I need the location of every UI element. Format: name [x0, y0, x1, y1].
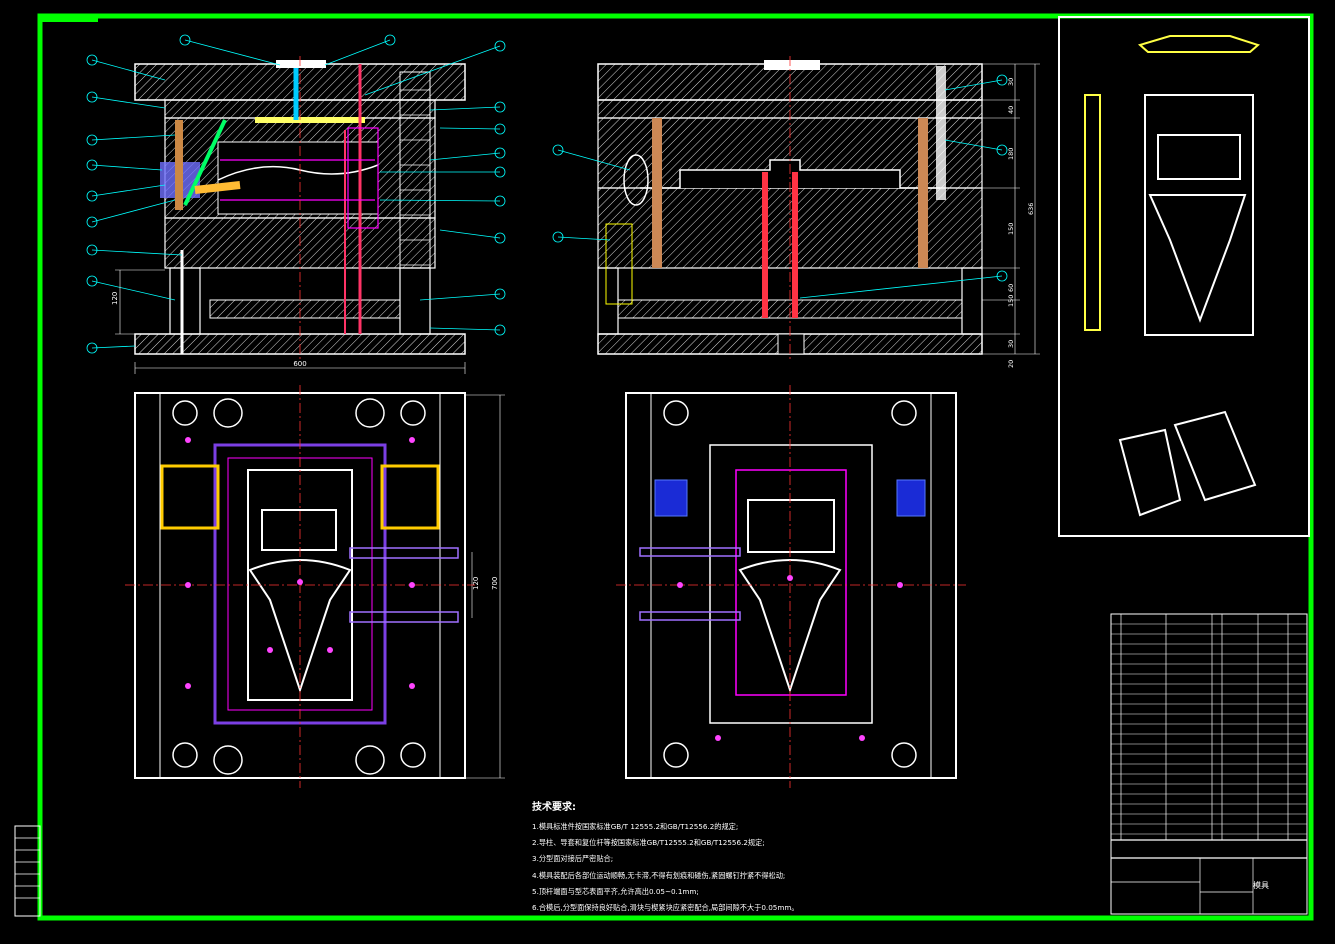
plan-view-left	[125, 385, 475, 788]
dim-lines-left	[115, 269, 505, 779]
dim-r7: 20	[1007, 360, 1015, 368]
drawing-border	[37, 13, 1314, 921]
requirement-line-3: 3.分型面对接后严密贴合;	[532, 854, 614, 864]
dim-lines-right	[982, 63, 1040, 355]
dim-r2: 180	[1007, 148, 1015, 160]
requirement-line-6: 6.合模后,分型面保持良好贴合,滑块与楔紧块应紧密配合,局部间隙不大于0.05m…	[532, 903, 799, 913]
technical-requirements: 技术要求: 1.模具标准件按国家标准GB/T 12555.2和GB/T12556…	[532, 798, 1092, 916]
requirement-line-1: 1.模具标准件按国家标准GB/T 12555.2和GB/T12556.2的规定;	[532, 822, 739, 831]
requirement-line-4: 4.模具装配后各部位运动顺畅,无卡滞,不得有划痕和碰伤,紧固螺钉拧紧不得松动;	[532, 870, 786, 880]
title-block-name: 模具	[1253, 881, 1269, 890]
dim-spacing: 120	[472, 577, 480, 590]
dim-r3: 150	[1007, 223, 1015, 235]
dim-overall: 636	[1027, 203, 1035, 215]
dim-r0: 30	[1007, 78, 1015, 86]
requirements-heading: 技术要求:	[532, 802, 576, 813]
dim-r1: 40	[1007, 106, 1015, 114]
dim-r4: 60	[1007, 284, 1015, 292]
section-view-left	[134, 56, 466, 360]
dim-side: 120	[111, 292, 119, 305]
dims-right-col: 30 40 180 150 60 150 30 20 636	[1007, 78, 1035, 368]
dim-r6: 30	[1007, 340, 1015, 348]
border-tab	[40, 16, 98, 22]
dim-600: 600	[293, 360, 306, 368]
dim-r5: 150	[1007, 295, 1015, 307]
part-view-panel	[1058, 16, 1310, 537]
requirement-line-2: 2.导柱、导套和复位杆等按国家标准GB/T12555.2和GB/T12556.2…	[532, 838, 765, 848]
plan-view-right	[616, 385, 966, 788]
leaders-left	[91, 39, 501, 349]
section-view-right	[597, 56, 983, 360]
balloons-left	[86, 34, 506, 354]
leaders-right	[552, 74, 1008, 299]
left-strip	[14, 825, 41, 917]
bom-rows	[1111, 623, 1307, 835]
requirement-line-5: 5.顶杆端面与型芯表面平齐,允许高出0.05~0.1mm;	[532, 886, 699, 896]
dim-plan: 700	[491, 577, 499, 590]
